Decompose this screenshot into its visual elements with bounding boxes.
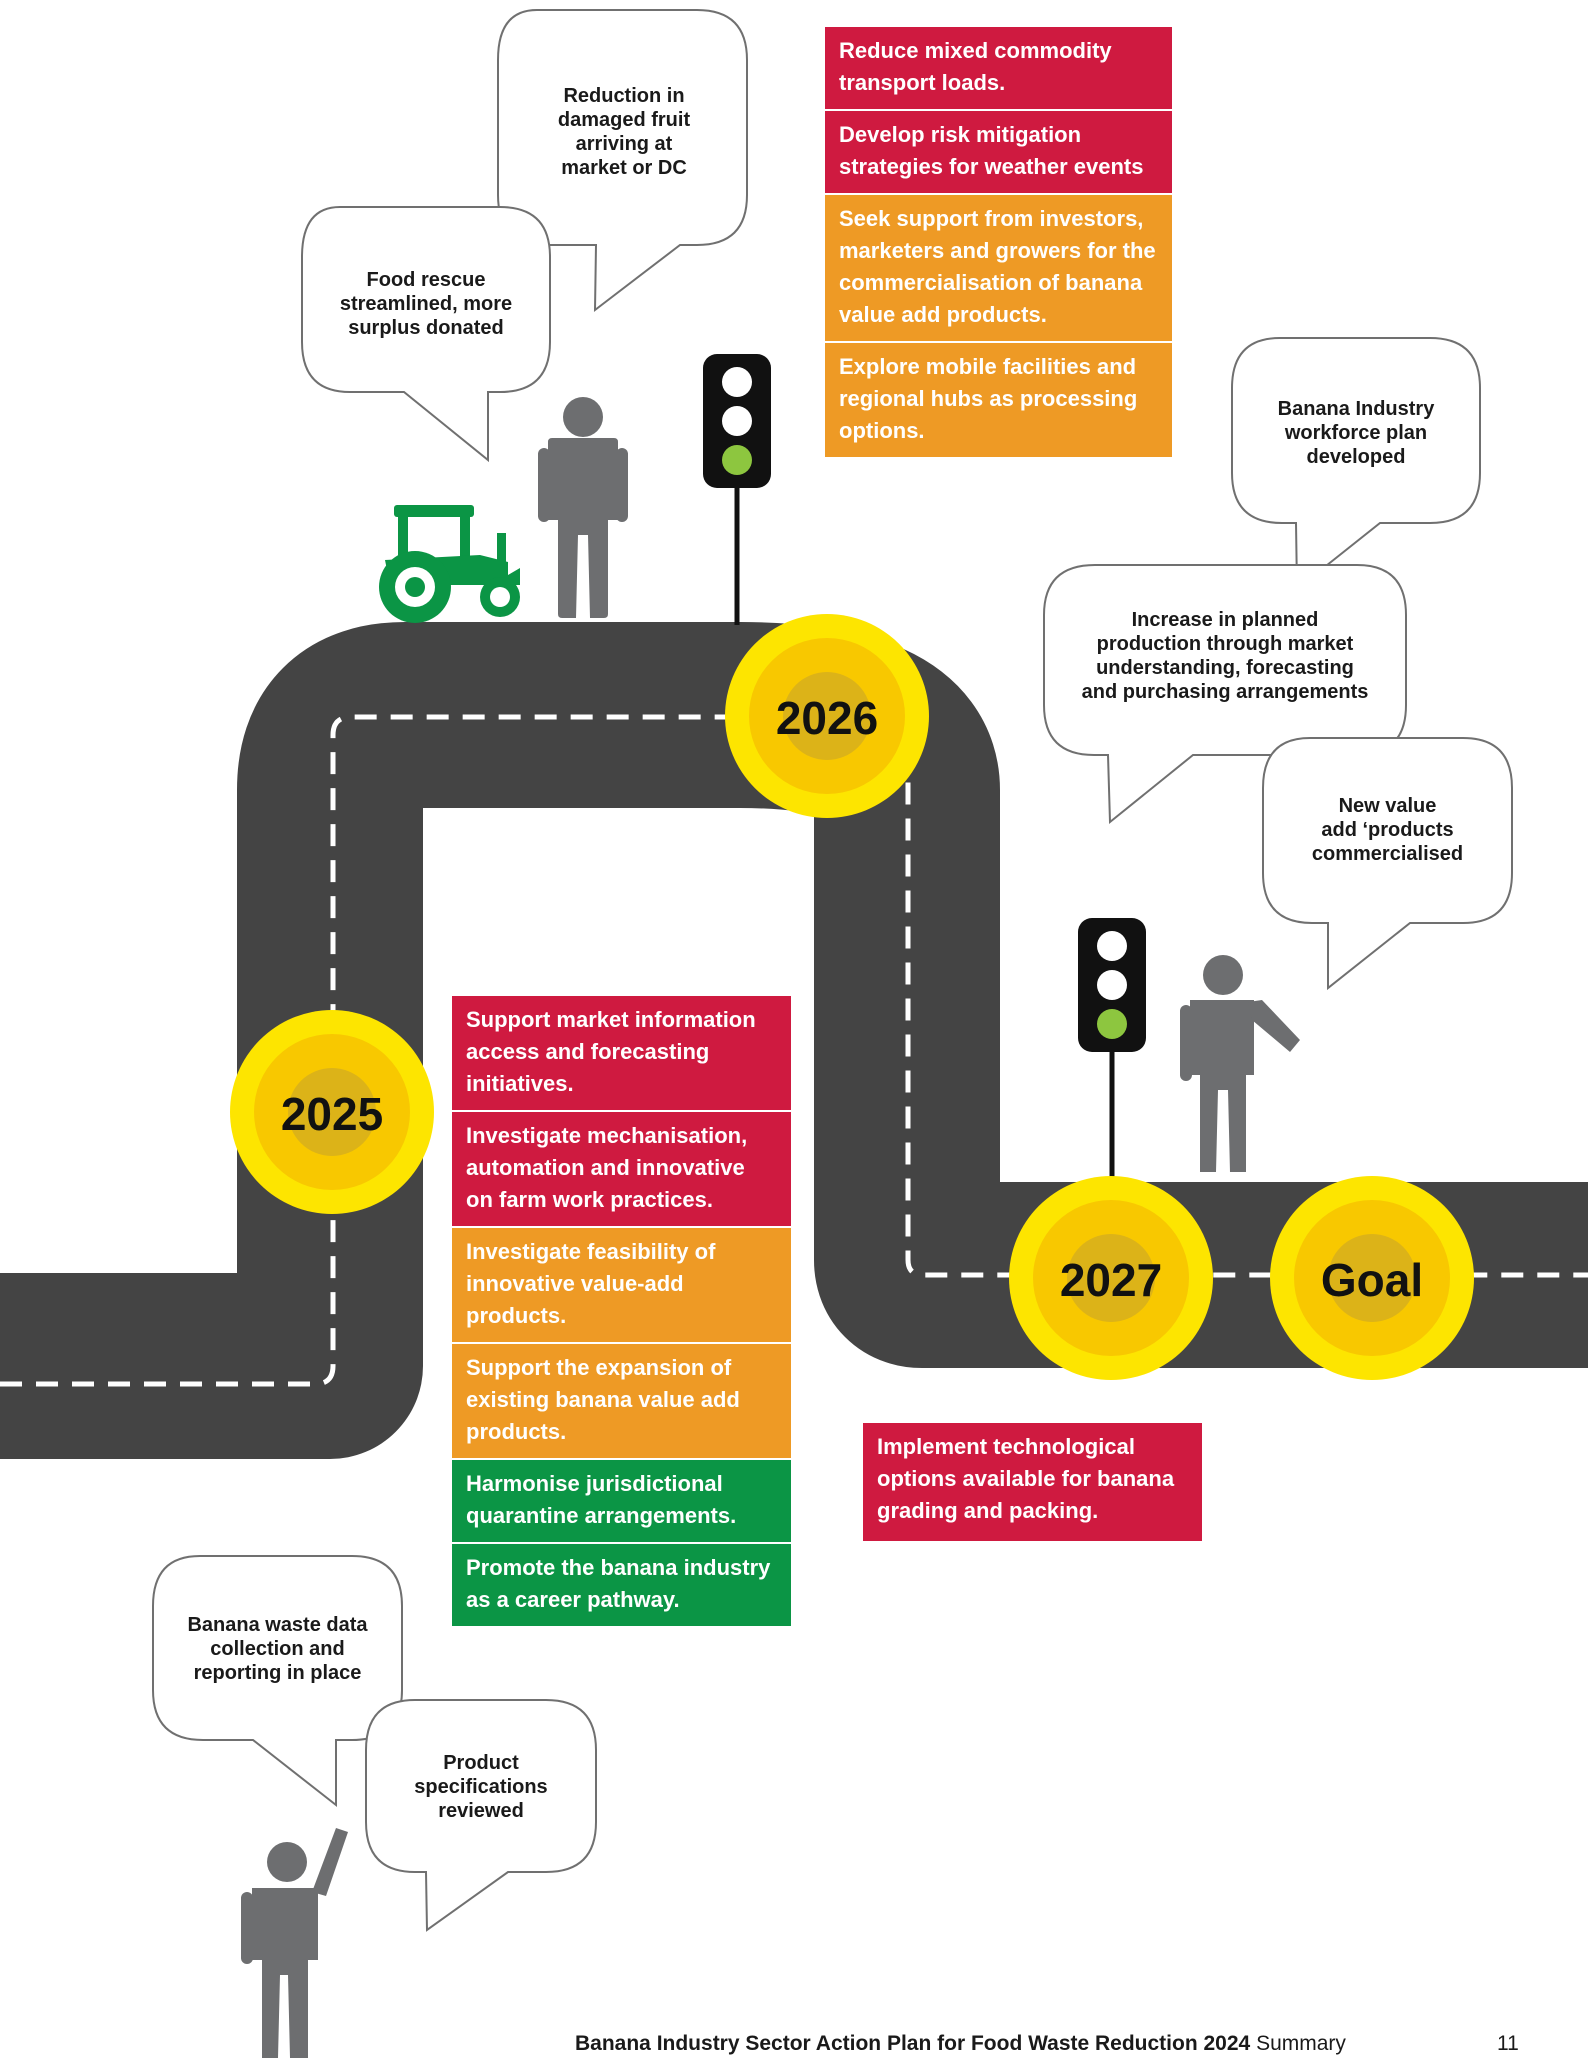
milestone-2026 xyxy=(725,614,929,818)
speech-bubble xyxy=(1231,337,1481,592)
road-center-line xyxy=(0,714,1588,1387)
milestone-label-2025: 2025 xyxy=(280,1088,384,1140)
outcome-waste-data: Banana waste data collection and reporti… xyxy=(187,1614,368,1684)
action-item: Harmonise jurisdictional quarantine arra… xyxy=(452,1460,791,1544)
actions-2025: Support market information access and fo… xyxy=(452,996,791,1626)
milestone-goal xyxy=(1270,1176,1474,1380)
outcome-product-specs: Product specifications reviewed xyxy=(414,1752,548,1822)
speech-bubble xyxy=(1043,564,1407,825)
milestone-2027 xyxy=(1009,1176,1213,1380)
milestone-label-2027: 2027 xyxy=(1059,1254,1163,1306)
outcome-planned-production: Increase in planned production through m… xyxy=(1081,609,1369,703)
action-item: Reduce mixed commodity transport loads. xyxy=(825,27,1172,111)
milestone-label-goal: Goal xyxy=(1320,1254,1424,1306)
page-footer: Banana Industry Sector Action Plan for F… xyxy=(575,2032,1346,2056)
action-item: Support market information access and fo… xyxy=(452,996,791,1112)
action-item: Promote the banana industry as a career … xyxy=(452,1544,791,1626)
action-item: Investigate mechanisation, automation an… xyxy=(452,1112,791,1228)
traffic-light-icon xyxy=(1078,918,1146,1180)
action-item: Seek support from investors, marketers a… xyxy=(825,195,1172,343)
actions-2026: Reduce mixed commodity transport loads. … xyxy=(825,27,1172,457)
outcome-food-rescue: Food rescue streamlined, more surplus do… xyxy=(339,269,513,339)
footer-title: Banana Industry Sector Action Plan for F… xyxy=(575,2032,1251,2055)
action-item: Develop risk mitigation strategies for w… xyxy=(825,111,1172,195)
milestone-label-2026: 2026 xyxy=(775,692,879,744)
outcome-workforce-plan: Banana Industry workforce plan developed xyxy=(1277,398,1435,468)
outcome-damaged-fruit: Reduction in damaged fruit arriving at m… xyxy=(557,85,691,179)
person-icon xyxy=(538,397,628,618)
action-item: Support the expansion of existing banana… xyxy=(452,1344,791,1460)
speech-bubble xyxy=(301,206,551,463)
speech-bubble xyxy=(365,1699,597,1932)
actions-2027: Implement technological options availabl… xyxy=(863,1423,1202,1541)
speech-bubble xyxy=(152,1555,403,1808)
action-item: Implement technological options availabl… xyxy=(863,1423,1202,1541)
speech-bubble xyxy=(497,9,748,313)
outcome-value-add: New value add ‘products commercialised xyxy=(1311,795,1464,865)
speech-bubble xyxy=(1262,737,1513,991)
traffic-light-icon xyxy=(703,354,771,625)
milestone-2025 xyxy=(230,1010,434,1214)
person-icon xyxy=(241,1828,348,2058)
action-item: Explore mobile facilities and regional h… xyxy=(825,343,1172,457)
footer-subtitle: Summary xyxy=(1250,2032,1346,2055)
action-item: Investigate feasibility of innovative va… xyxy=(452,1228,791,1344)
page-number: 11 xyxy=(1497,2032,1519,2055)
person-icon xyxy=(1180,955,1300,1172)
tractor-icon xyxy=(379,505,520,623)
